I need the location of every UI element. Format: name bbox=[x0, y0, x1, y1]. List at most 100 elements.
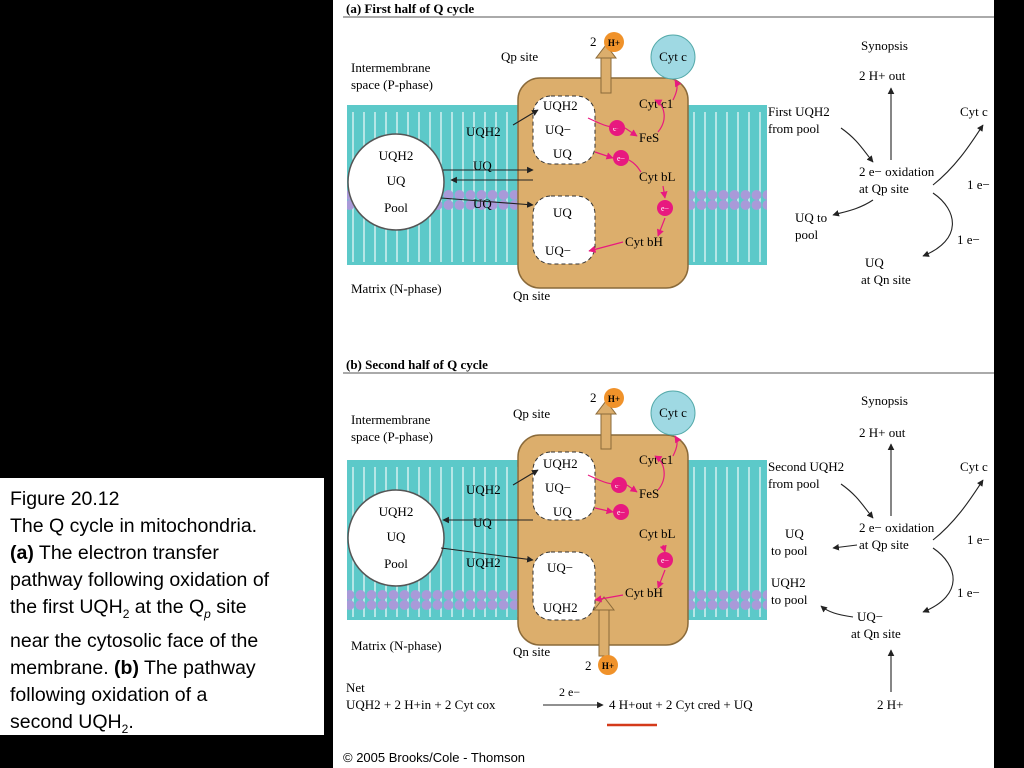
synopsis-uq-to-b2: to pool bbox=[771, 543, 808, 558]
synopsis-uq-minus-2: at Qn site bbox=[851, 626, 901, 641]
qn-uq-minus-label: UQ− bbox=[545, 243, 571, 258]
caption-line-a4: near the cytosolic face of the bbox=[10, 628, 324, 655]
synopsis-b: Synopsis 2 H+ out Second UQH2 from pool … bbox=[768, 393, 990, 712]
fes-label-a: FeS bbox=[639, 130, 659, 145]
pool-label-b: Pool bbox=[384, 556, 408, 571]
synopsis-title-b: Synopsis bbox=[861, 393, 908, 408]
qp-uqh2-label-b: UQH2 bbox=[543, 456, 578, 471]
electron-label-b3: e− bbox=[661, 556, 670, 565]
caption-line-a3: the first UQH2 at the Qp site bbox=[10, 594, 324, 628]
synopsis-uq-at-2: at Qn site bbox=[861, 272, 911, 287]
copyright-notice: © 2005 Brooks/Cole - Thomson bbox=[343, 750, 525, 765]
synopsis-uq-at-1: UQ bbox=[865, 255, 884, 270]
net-arrow-label: 2 e− bbox=[559, 685, 580, 699]
synopsis-uq-to-b1: UQ bbox=[785, 526, 804, 541]
proton-channel-b-top bbox=[601, 411, 611, 449]
net-label: Net bbox=[346, 680, 365, 695]
synopsis-one-e-b2: 1 e− bbox=[957, 585, 980, 600]
cyt-c1-label-a: Cyt c1 bbox=[639, 96, 673, 111]
qn-uq-label: UQ bbox=[553, 205, 572, 220]
synopsis-one-e-a2: 1 e− bbox=[957, 232, 980, 247]
qp-uq-label: UQ bbox=[553, 146, 572, 161]
qp-uq-label-b: UQ bbox=[553, 504, 572, 519]
cyt-c1-label-b: Cyt c1 bbox=[639, 452, 673, 467]
caption-line-a1: (a) The electron transfer bbox=[10, 540, 324, 567]
synopsis-uq-to-1: UQ to bbox=[795, 210, 827, 225]
qp-uq-minus-label-b: UQ− bbox=[545, 480, 571, 495]
panel-b: (b) Second half of Q cycle UQH2 UQ Pool … bbox=[343, 357, 994, 725]
qp-uq-minus-label: UQ− bbox=[545, 122, 571, 137]
h-plus-label-b-bottom: H+ bbox=[602, 661, 614, 671]
electron-label-b2: e− bbox=[617, 508, 626, 517]
synopsis-cyt-c-a: Cyt c bbox=[960, 104, 988, 119]
electron-label-a2: e− bbox=[617, 154, 626, 163]
qn-uq-minus-label-b: UQ− bbox=[547, 560, 573, 575]
net-equation-right: 4 H+out + 2 Cyt cred + UQ bbox=[609, 697, 753, 712]
qp-site-label-a: Qp site bbox=[501, 49, 538, 64]
intermembrane-label-b1: Intermembrane bbox=[351, 412, 431, 427]
q-cycle-figure: (a) First half of Q cycle UQH2 UQ Pool U… bbox=[333, 0, 994, 768]
cyt-bl-label-a: Cyt bL bbox=[639, 169, 676, 184]
pool-label: Pool bbox=[384, 200, 408, 215]
caption-line-b1: membrane. (b) The pathway bbox=[10, 655, 324, 682]
synopsis-oxidation-1-a: 2 e− oxidation bbox=[859, 164, 935, 179]
synopsis-oxidation-2-a: at Qp site bbox=[859, 181, 909, 196]
panel-a-title: (a) First half of Q cycle bbox=[346, 1, 474, 16]
synopsis-uq-to-2: pool bbox=[795, 227, 819, 242]
membrane-uq-label-1: UQ bbox=[473, 158, 492, 173]
synopsis-h-out-b: 2 H+ out bbox=[859, 425, 906, 440]
membrane-uq-label-2: UQ bbox=[473, 196, 492, 211]
two-h-label-b-top: 2 bbox=[590, 390, 597, 405]
qn-site-label-a: Qn site bbox=[513, 288, 550, 303]
cyt-c-label-a: Cyt c bbox=[659, 49, 687, 64]
pool-uqh2-label-b: UQH2 bbox=[379, 504, 414, 519]
membrane-uqh2-label-b-top: UQH2 bbox=[466, 482, 501, 497]
cyt-bh-label-b: Cyt bH bbox=[625, 585, 663, 600]
synopsis-a: Synopsis 2 H+ out First UQH2 from pool 2… bbox=[768, 38, 990, 287]
synopsis-uq-minus-1: UQ− bbox=[857, 609, 883, 624]
synopsis-one-e-b1: 1 e− bbox=[967, 532, 990, 547]
membrane-uqh2-label: UQH2 bbox=[466, 124, 501, 139]
caption-title: The Q cycle in mitochondria. bbox=[10, 513, 324, 540]
membrane-uq-label-b: UQ bbox=[473, 515, 492, 530]
intermembrane-label-b2: space (P-phase) bbox=[351, 429, 433, 444]
synopsis-second-uqh2-1: Second UQH2 bbox=[768, 459, 844, 474]
fes-label-b: FeS bbox=[639, 486, 659, 501]
h-plus-label-a: H+ bbox=[608, 38, 620, 48]
caption-line-a2: pathway following oxidation of bbox=[10, 567, 324, 594]
pool-uq-label: UQ bbox=[387, 173, 406, 188]
h-plus-label-b-top: H+ bbox=[608, 394, 620, 404]
cyt-bh-label-a: Cyt bH bbox=[625, 234, 663, 249]
cyt-bl-label-b: Cyt bL bbox=[639, 526, 676, 541]
synopsis-two-h-in: 2 H+ bbox=[877, 697, 903, 712]
synopsis-first-uqh2-1: First UQH2 bbox=[768, 104, 830, 119]
figure-caption: Figure 20.12 The Q cycle in mitochondria… bbox=[0, 478, 324, 735]
synopsis-one-e-a1: 1 e− bbox=[967, 177, 990, 192]
synopsis-oxidation-2-b: at Qp site bbox=[859, 537, 909, 552]
synopsis-oxidation-1-b: 2 e− oxidation bbox=[859, 520, 935, 535]
membrane-uqh2-label-b-bottom: UQH2 bbox=[466, 555, 501, 570]
synopsis-uqh2-to-1: UQH2 bbox=[771, 575, 806, 590]
two-h-label-a: 2 bbox=[590, 34, 597, 49]
caption-line-b2: following oxidation of a bbox=[10, 682, 324, 709]
pool-uq-label-b: UQ bbox=[387, 529, 406, 544]
synopsis-uqh2-to-2: to pool bbox=[771, 592, 808, 607]
proton-channel-a bbox=[601, 55, 611, 93]
intermembrane-label-1: Intermembrane bbox=[351, 60, 431, 75]
synopsis-h-out-a: 2 H+ out bbox=[859, 68, 906, 83]
panel-b-title: (b) Second half of Q cycle bbox=[346, 357, 488, 372]
panel-a: (a) First half of Q cycle UQH2 UQ Pool U… bbox=[343, 1, 994, 303]
two-h-label-b-bottom: 2 bbox=[585, 658, 592, 673]
intermembrane-label-2: space (P-phase) bbox=[351, 77, 433, 92]
electron-label-a1: e− bbox=[613, 124, 622, 133]
synopsis-cyt-c-b: Cyt c bbox=[960, 459, 988, 474]
cyt-c-label-b: Cyt c bbox=[659, 405, 687, 420]
net-equation-left: UQH2 + 2 H+in + 2 Cyt cox bbox=[346, 697, 496, 712]
qn-site-label-b: Qn site bbox=[513, 644, 550, 659]
qp-uqh2-label: UQH2 bbox=[543, 98, 578, 113]
synopsis-second-uqh2-2: from pool bbox=[768, 476, 820, 491]
net-equation: Net UQH2 + 2 H+in + 2 Cyt cox 2 e− 4 H+o… bbox=[346, 680, 753, 725]
matrix-label-b: Matrix (N-phase) bbox=[351, 638, 442, 653]
qp-site-label-b: Qp site bbox=[513, 406, 550, 421]
qn-uqh2-label-b: UQH2 bbox=[543, 600, 578, 615]
